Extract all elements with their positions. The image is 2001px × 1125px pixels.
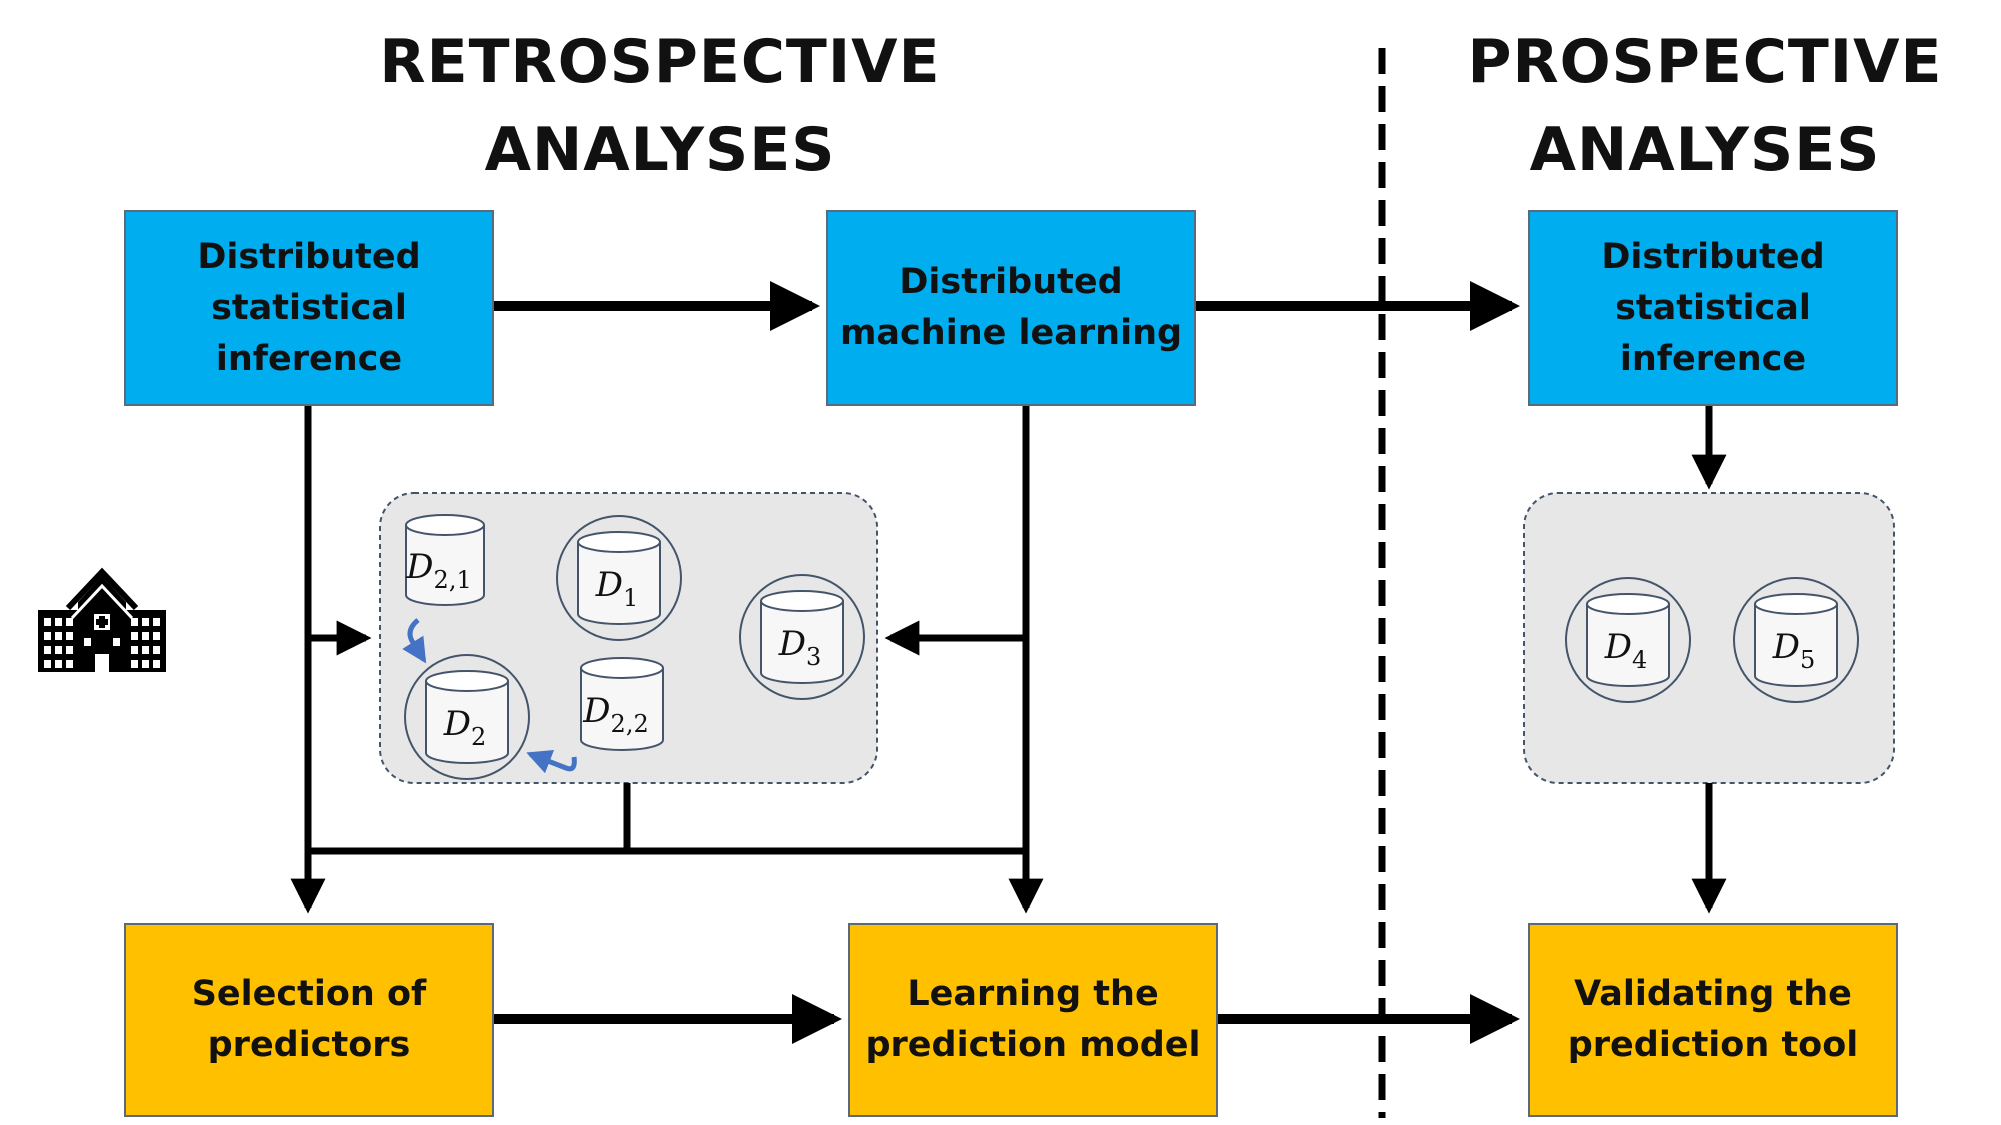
dataset-d22-sub: 2,2 [611,710,649,738]
dataset-d1-cylinder [577,542,661,625]
dataset-d4-base: D [1604,627,1632,667]
learning-line1: Learning the [907,974,1159,1014]
dataset-d21-base: D [405,547,433,587]
validating-line1: Validating the [1574,974,1852,1014]
dataset-d3-lid [760,590,844,612]
retro-ml-box: Distributed machine learning [826,210,1196,406]
retro-inference-line2: statistical inference [211,287,407,379]
dataset-d1: D1 [556,515,682,641]
dataset-d22-base: D [582,691,610,731]
selection-label: Selection of predictors [192,969,427,1071]
dataset-d3-cylinder [760,601,844,684]
small-arrow-d22-to-d2 [526,749,577,774]
dataset-d1-sub: 1 [623,584,638,612]
dataset-d1-lid [577,531,661,553]
dataset-d2-label: D2 [443,704,487,751]
dataset-d2-lid [425,670,509,692]
retro-ml-label: Distributed machine learning [840,257,1182,359]
dataset-d2-sub: 2 [471,723,486,751]
dataset-d21-lid [405,514,485,536]
dataset-d2-cylinder [425,681,509,764]
pro-inference-line1: Distributed [1601,236,1825,277]
dataset-d1-label: D1 [595,565,639,612]
dataset-d22-lid [580,657,664,679]
retro-ml-line1: Distributed [899,262,1123,302]
selection-line1: Selection of [191,974,427,1014]
dataset-d21: D2,1 [405,514,485,606]
dataset-d3-sub: 3 [806,643,821,671]
validating-box: Validating the prediction tool [1528,923,1898,1117]
dataset-d2-base: D [443,704,471,744]
prospective-heading: PROSPECTIVE ANALYSES [1445,18,1965,194]
prospective-heading-line1: PROSPECTIVE [1467,27,1943,97]
learning-box: Learning the prediction model [848,923,1218,1117]
validating-label: Validating the prediction tool [1568,969,1859,1071]
dataset-d22-cylinder [580,668,664,751]
retro-ml-line2: machine learning [839,313,1183,353]
dataset-d21-sub: 2,1 [434,566,472,594]
retro-inference-box: Distributed statistical inference [124,210,494,406]
dataset-d4-cylinder [1586,604,1670,687]
pro-inference-line2: statistical inference [1615,287,1811,379]
dataset-d3-base: D [778,624,806,664]
dataset-d4-sub: 4 [1632,646,1647,674]
dataset-d1-base: D [595,565,623,605]
dataset-d4-label: D4 [1604,627,1648,674]
retrospective-heading-line2: ANALYSES [484,115,836,185]
dataset-d5-lid [1754,593,1838,615]
learning-label: Learning the prediction model [865,969,1200,1071]
selection-line2: predictors [207,1025,411,1065]
small-arrow-d21-to-d2 [402,618,427,664]
prospective-heading-line2: ANALYSES [1529,115,1881,185]
validating-line2: prediction tool [1567,1025,1859,1065]
retro-inference-line1: Distributed [197,236,421,277]
dataset-d5-label: D5 [1772,627,1816,674]
dataset-d21-label: D2,1 [405,547,471,594]
selection-box: Selection of predictors [124,923,494,1117]
dataset-d4: D4 [1565,577,1691,703]
dataset-d5-cylinder [1754,604,1838,687]
dataset-d4-lid [1586,593,1670,615]
dataset-d5-sub: 5 [1800,646,1815,674]
retro-inference-label: Distributed statistical inference [126,232,492,385]
dataset-d22: D2,2 [580,657,664,751]
dataset-d2: D2 [404,654,530,780]
dataset-d3-label: D3 [778,624,822,671]
retrospective-heading: RETROSPECTIVE ANALYSES [360,18,960,194]
prospective-data-panel [1523,492,1895,784]
pro-inference-label: Distributed statistical inference [1530,232,1896,385]
retrospective-heading-line1: RETROSPECTIVE [379,27,941,97]
dataset-d5-base: D [1772,627,1800,667]
pro-inference-box: Distributed statistical inference [1528,210,1898,406]
dataset-d5: D5 [1733,577,1859,703]
learning-line2: prediction model [865,1025,1201,1065]
dataset-d22-label: D2,2 [582,691,648,738]
hospital-icon [38,567,166,672]
dataset-d3: D3 [739,574,865,700]
dataset-d21-cylinder [405,525,485,606]
